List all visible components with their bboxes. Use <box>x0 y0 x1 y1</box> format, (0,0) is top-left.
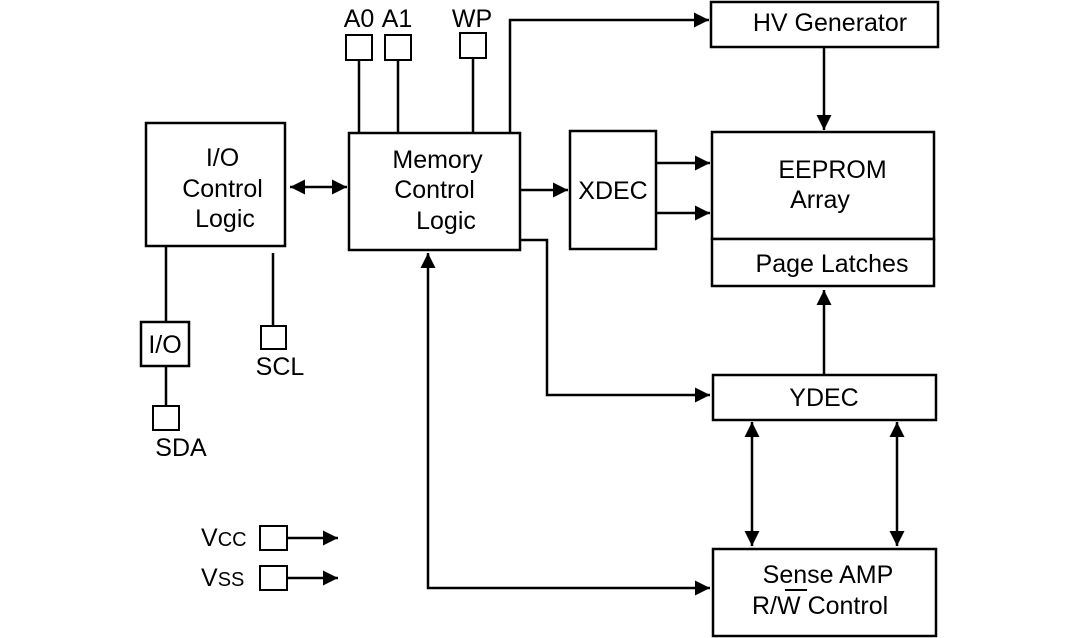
hv-generator-label: HV Generator <box>753 9 907 37</box>
ydec-label: YDEC <box>789 384 858 412</box>
memory-to-hv-arrow <box>508 12 709 133</box>
io-buffer-block <box>139 320 191 368</box>
eeprom-array-label: EEPROM Array <box>778 156 893 214</box>
a1-pin <box>384 34 412 61</box>
a0-label: A0 <box>344 5 375 33</box>
eeprom-array-block <box>710 130 936 241</box>
vss-pin <box>259 565 288 591</box>
a0-pin <box>345 34 373 61</box>
io-control-label: I/O Control Logic <box>182 144 270 233</box>
page-latches-block <box>710 237 936 288</box>
vcc-label: VCC <box>201 524 247 552</box>
memory-to-ydec-arrow <box>520 238 710 403</box>
hv-generator-block <box>709 0 940 49</box>
sense-amp-block <box>711 547 938 638</box>
scl-label: SCL <box>256 353 305 381</box>
pins <box>152 32 487 591</box>
ydec-block <box>711 373 938 422</box>
xdec-block <box>568 129 658 251</box>
io-control-logic-block <box>144 121 287 248</box>
page-latches-label: Page Latches <box>756 250 909 278</box>
wp-pin <box>459 32 487 59</box>
xdec-label: XDEC <box>578 177 647 205</box>
scl-pin <box>260 325 287 350</box>
memory-sense-bidirectional-arrow <box>420 253 710 596</box>
rw-control-label: R/W Control <box>752 592 888 620</box>
memory-control-logic-block <box>347 131 522 252</box>
memory-control-label: Memory Control Logic <box>392 146 489 235</box>
wp-label: WP <box>452 5 492 33</box>
io-buffer-label: I/O <box>148 331 181 359</box>
a1-label: A1 <box>382 5 413 33</box>
sda-label: SDA <box>155 434 207 462</box>
sense-amp-label: Sense AMP <box>763 561 894 589</box>
sda-pin <box>152 405 180 431</box>
connections <box>164 12 905 596</box>
vss-label: VSS <box>201 564 244 592</box>
vcc-pin <box>259 525 288 551</box>
